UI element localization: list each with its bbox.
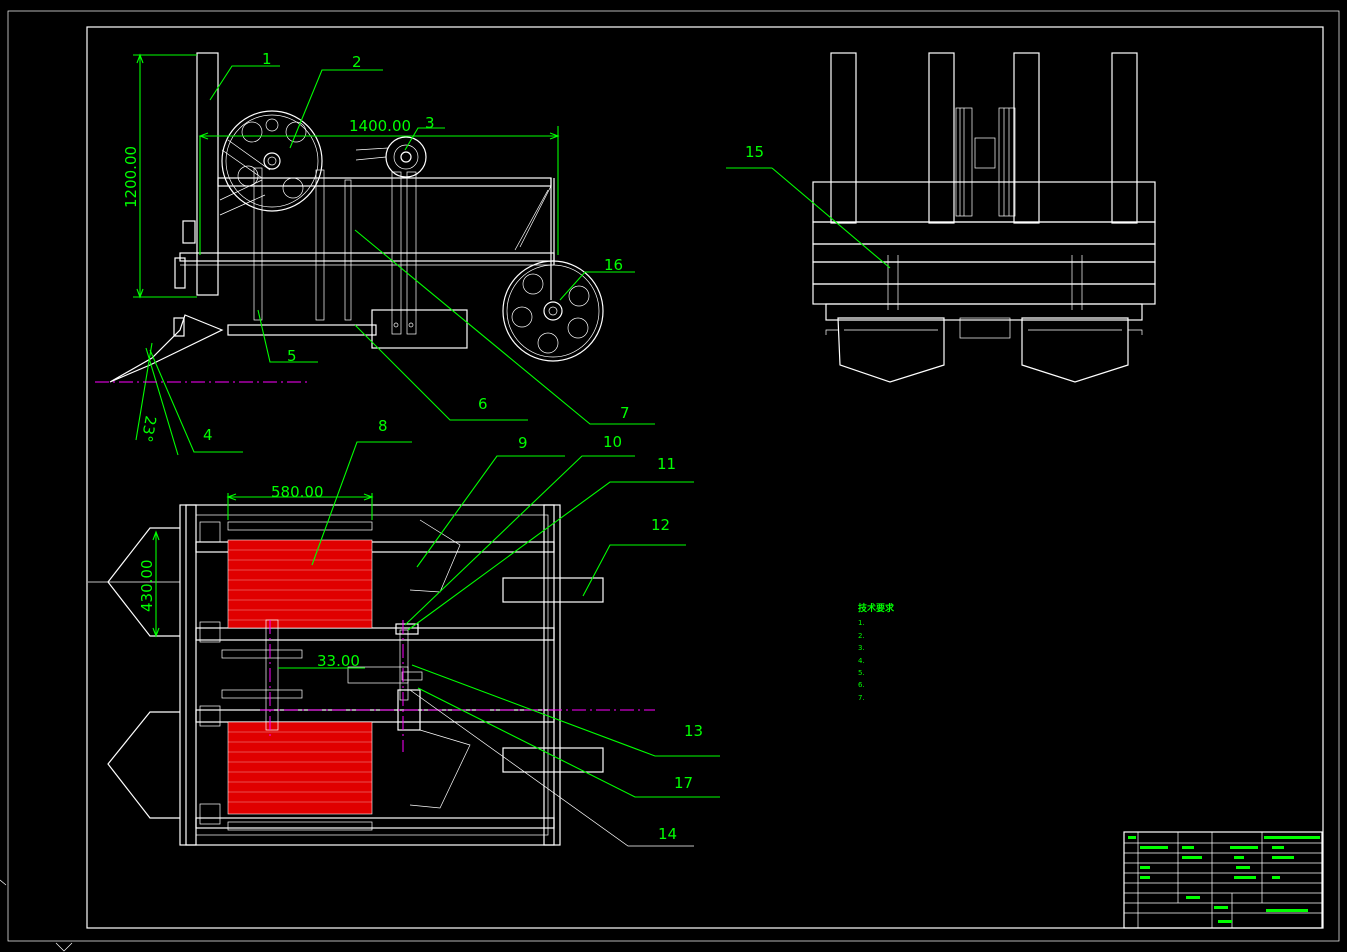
dimension-offset: 33.00: [317, 652, 360, 670]
title-block: [1123, 831, 1323, 929]
part-label-2: 2: [352, 53, 362, 71]
part-label-9: 9: [518, 434, 528, 452]
part-label-3: 3: [425, 114, 435, 132]
notes-line: 5.: [858, 669, 865, 678]
dimension-roller-length: 580.00: [271, 483, 324, 501]
notes-line: 3.: [858, 644, 865, 653]
dimension-width: 430.00: [138, 560, 156, 613]
part-label-12: 12: [651, 516, 670, 534]
notes-line: 4.: [858, 656, 865, 665]
outer-border: [7, 10, 1340, 942]
roller-hatch: [228, 549, 372, 803]
part-label-5: 5: [287, 347, 297, 365]
inner-border: [86, 26, 1324, 929]
corner-mark: [0, 879, 73, 952]
notes-line: 1.: [858, 619, 865, 628]
dimension-height: 1200.00: [122, 146, 140, 208]
notes-line: 6.: [858, 681, 865, 690]
part-label-4: 4: [203, 426, 213, 444]
part-label-6: 6: [478, 395, 488, 413]
technical-requirements: 技术要求 1. 2. 3. 4. 5. 6. 7.: [858, 603, 1158, 704]
dimension-angle: 23°: [137, 414, 159, 443]
part-label-16: 16: [604, 256, 623, 274]
part-label-8: 8: [378, 417, 388, 435]
side-view: [95, 52, 655, 456]
top-view: [88, 441, 720, 847]
front-view: [726, 52, 1156, 383]
part-label-13: 13: [684, 722, 703, 740]
part-label-17: 17: [674, 774, 693, 792]
notes-line: 2.: [858, 631, 865, 640]
part-label-15: 15: [745, 143, 764, 161]
dimension-length: 1400.00: [349, 117, 411, 135]
part-label-7: 7: [620, 404, 630, 422]
part-label-11: 11: [657, 455, 676, 473]
notes-line: 7.: [858, 693, 865, 702]
part-label-14: 14: [658, 825, 677, 843]
notes-title: 技术要求: [858, 604, 895, 614]
part-label-10: 10: [603, 433, 622, 451]
part-label-1: 1: [262, 50, 272, 68]
labels: 1 2 3 4 5 6 7 8 9 10 11 12 13 14 15 16 1…: [122, 50, 764, 843]
